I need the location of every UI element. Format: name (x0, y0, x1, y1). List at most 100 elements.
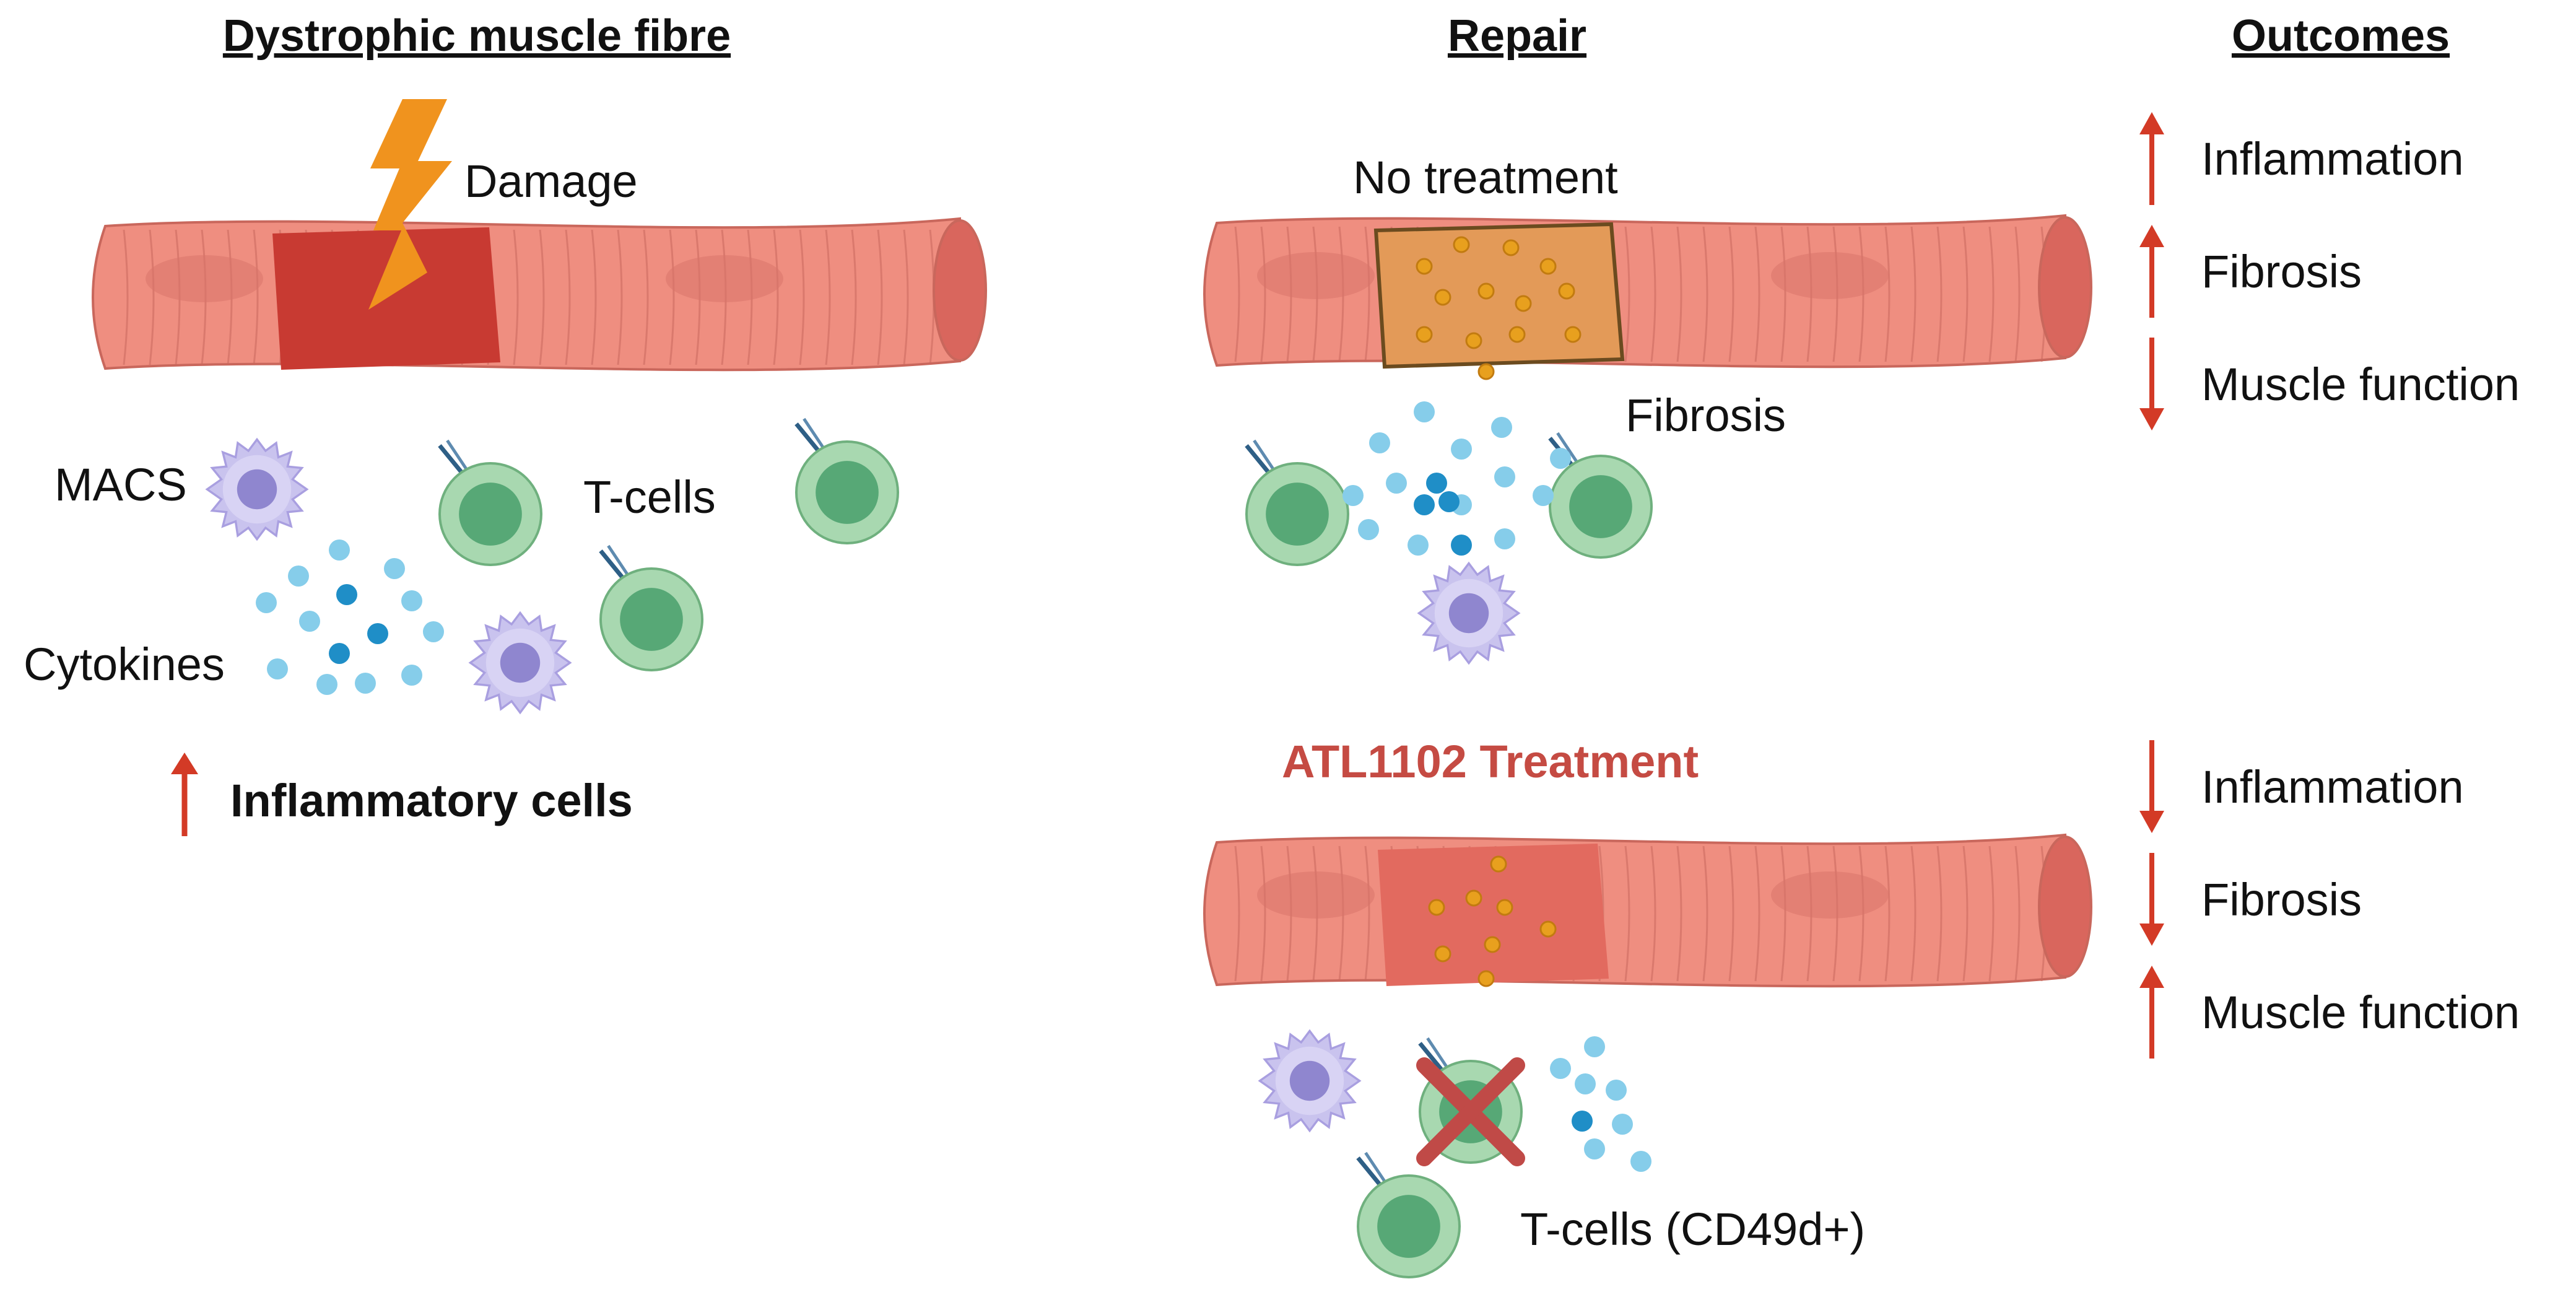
fibre-striation (1676, 226, 1682, 362)
up-arrow-icon (2139, 966, 2164, 1059)
tcell-nucleus (1569, 475, 1632, 538)
tcell-receptor (1556, 432, 1580, 465)
tcell-icon (1245, 439, 1349, 566)
fibre-nucleus (1771, 871, 1889, 919)
tcell-receptor (1356, 1156, 1383, 1187)
tcell-nucleus (816, 461, 879, 524)
cytokines-label: Cytokines (24, 639, 225, 690)
down-arrow-icon (2139, 853, 2164, 946)
fibrosis-dot (1496, 899, 1513, 916)
inflammatory-cells-label: Inflammatory cells (230, 775, 633, 826)
fibre-striation (1260, 226, 1266, 362)
cytokine-dot (423, 621, 444, 642)
macrophage-nucleus (237, 469, 277, 510)
tcell-nucleus (459, 483, 522, 546)
fibrosis-dot (1465, 332, 1482, 349)
immune-cells-left (206, 417, 899, 714)
fibre-end-cap (2038, 216, 2092, 359)
tcell-receptor (794, 422, 821, 453)
fibre-nucleus (1257, 252, 1375, 299)
fibre-striation (1988, 845, 1995, 982)
up-arrow-icon (2139, 112, 2164, 205)
fibrosis-dot (1490, 855, 1507, 873)
cytokine-dot (329, 539, 350, 561)
tcell-nucleus (1266, 483, 1329, 546)
tcell-icon (794, 417, 899, 544)
macrophage-nucleus (1448, 593, 1489, 634)
fibre-striation (1962, 845, 1969, 982)
cytokine-dot (1630, 1151, 1651, 1172)
cytokine-dot (355, 673, 376, 694)
tcell-receptor (599, 549, 625, 580)
fibrosis-dot (1539, 920, 1557, 938)
fibre-striation (669, 229, 675, 365)
arrow-head (2139, 225, 2164, 247)
tcell-nucleus (620, 588, 683, 651)
outcome-label: Muscle function (2201, 359, 2520, 410)
arrow-head (2139, 112, 2164, 134)
cytokine-dot (1491, 417, 1512, 438)
down-arrow-icon (2139, 740, 2164, 833)
tcell-receptor (1245, 444, 1271, 475)
header-outcomes: Outcomes (2232, 11, 2450, 61)
cytokine-dot (1612, 1114, 1633, 1135)
treatment-title: ATL1102 Treatment (1282, 736, 1699, 787)
fibre-striation (903, 229, 909, 365)
cytokine-dot (1426, 473, 1447, 494)
fibre-striation (1624, 226, 1630, 362)
cytokine-dot (1414, 401, 1435, 422)
up-arrow-icon (2139, 225, 2164, 318)
fibre-striation (1884, 226, 1891, 362)
fibre-striation (149, 229, 155, 365)
lightning-bolt-icon (368, 99, 452, 310)
tcell-receptor (1418, 1042, 1445, 1073)
fibrosis-dot (1539, 258, 1557, 275)
cytokine-dot (329, 643, 350, 664)
fibre-striation (2014, 226, 2021, 362)
fibre-striation (877, 229, 883, 365)
fibre-end-cap (933, 219, 987, 362)
fibre-striation (1364, 845, 1370, 982)
tcell-receptor (1253, 439, 1276, 472)
cytokine-dot (401, 590, 422, 611)
cytokine-dot (1550, 448, 1571, 469)
macs-label: MACS (54, 459, 187, 510)
fibre-striation (1676, 845, 1682, 982)
fibre-striation (825, 229, 831, 365)
fibre-striation (617, 229, 623, 365)
fibre-striation (539, 229, 545, 365)
tcells-cd49d-label: T-cells (CD49d+) (1520, 1203, 1865, 1255)
fibrosis-dot (1508, 326, 1526, 343)
fibre-striation (2014, 845, 2021, 982)
cytokine-dot (1494, 528, 1515, 549)
fibre-end-cap (2038, 836, 2092, 978)
cytokine-dot (288, 565, 309, 587)
cytokine-dot (1408, 535, 1429, 556)
fibre-striation (1364, 226, 1370, 362)
fibrosis-dot (1465, 889, 1482, 907)
blocked-tcell-cross-icon (1416, 1057, 1525, 1166)
arrow-head (2139, 924, 2164, 946)
fibre-nucleus (1771, 252, 1889, 299)
fibre-striation (1260, 845, 1266, 982)
fibre-striation (1988, 226, 1995, 362)
macrophage-icon (469, 611, 572, 714)
fibrosis-dot (1477, 363, 1495, 380)
fibre-striation (591, 229, 597, 365)
fibrosis-dot (1434, 945, 1451, 963)
muscle-fibre-treated (1203, 833, 2092, 988)
tcell-icon (438, 439, 542, 566)
fibre-striation (1936, 845, 1943, 982)
fibrosis-segment (1373, 222, 1625, 369)
fibre-striation (1728, 845, 1734, 982)
cytokine-dot (1584, 1138, 1605, 1159)
cytokine-dot (1369, 432, 1390, 453)
muscle-fibre-fibrotic (1203, 214, 2092, 380)
fibre-striation (1702, 845, 1708, 982)
cytokine-dot (1451, 439, 1472, 460)
immune-cells-untreated (1245, 401, 1653, 665)
cytokine-dot (1438, 491, 1460, 512)
